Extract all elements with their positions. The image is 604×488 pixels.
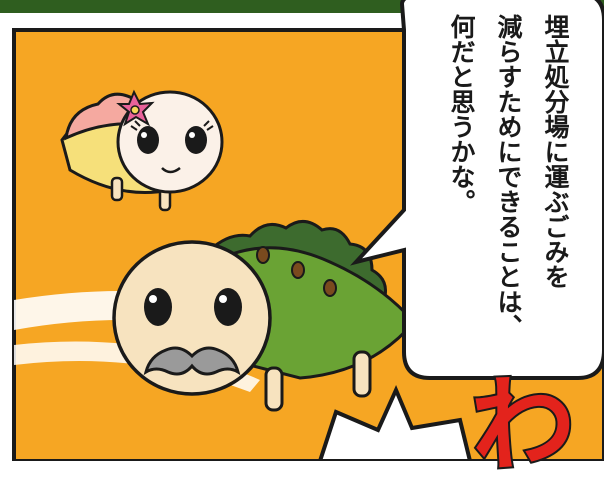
comic-panel-scene — [0, 0, 604, 461]
flower-character — [60, 89, 224, 212]
dialogue-line-3: 何だと思うかな。 — [447, 14, 476, 214]
mustache-character — [112, 220, 416, 412]
dialogue-line-2: 減らすためにできることは、 — [494, 14, 523, 339]
dialogue-line-1: 埋立処分場に運ぶごみを — [541, 14, 570, 289]
lower-speech-bubble — [317, 384, 473, 461]
sound-effect-text: わ — [465, 358, 581, 488]
